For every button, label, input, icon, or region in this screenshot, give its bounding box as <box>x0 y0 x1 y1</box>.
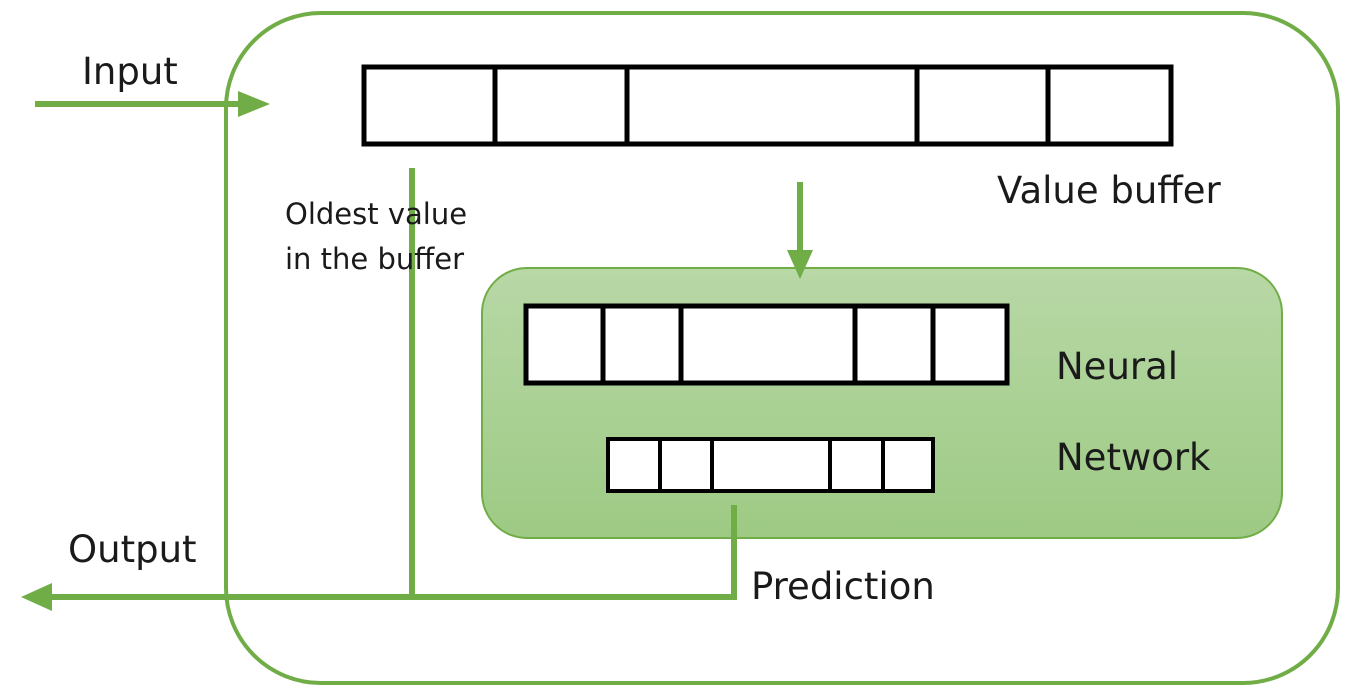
nn-input-layer <box>523 303 1010 386</box>
input-arrowhead <box>238 91 270 117</box>
value-buffer <box>361 64 1174 147</box>
neural-label: Neural <box>1056 345 1179 388</box>
network-label: Network <box>1056 436 1211 479</box>
oldest-value-label: Oldest value in the buffer <box>285 197 468 276</box>
prediction-label: Prediction <box>751 565 935 608</box>
output-label: Output <box>68 528 197 571</box>
output-arrowhead <box>21 583 52 611</box>
nn-output-layer <box>606 437 935 493</box>
system-boundary <box>224 11 1340 685</box>
value-buffer-label: Value buffer <box>997 169 1221 212</box>
input-label: Input <box>82 50 178 93</box>
buffer-to-nn-arrowhead <box>787 250 813 279</box>
